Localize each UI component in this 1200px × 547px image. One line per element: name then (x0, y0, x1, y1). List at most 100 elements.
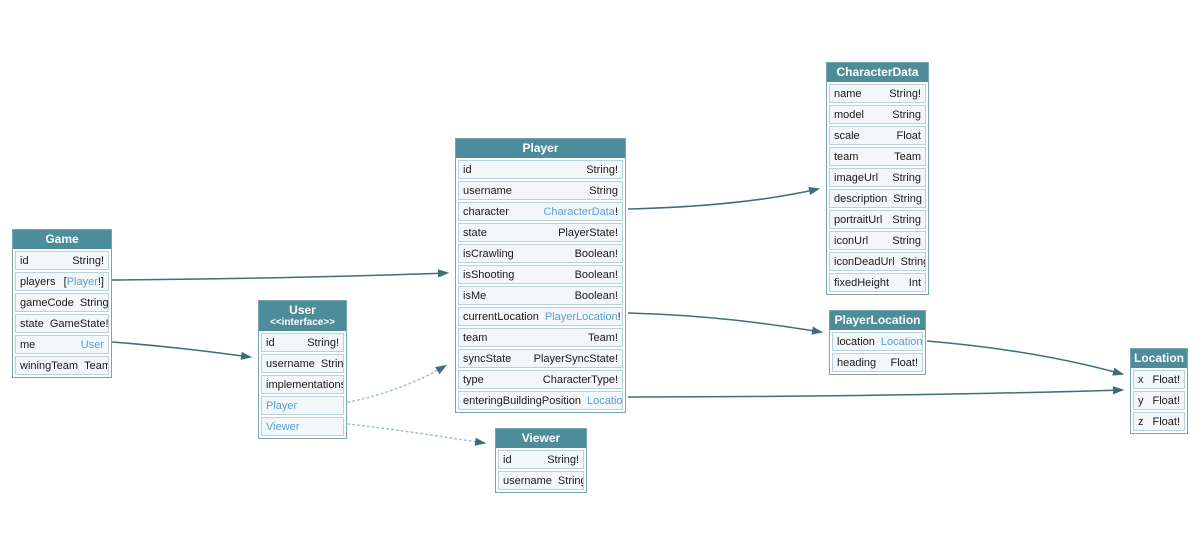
field-row-type[interactable]: type CharacterType! (458, 370, 623, 389)
field-name: id (503, 453, 512, 466)
type-text: CharacterType! (542, 373, 618, 386)
table-header-user[interactable]: User<<interface>> (259, 301, 346, 331)
field-name: username (503, 474, 552, 487)
type-text: ! (614, 205, 618, 218)
field-row-heading[interactable]: heading Float! (832, 353, 923, 372)
edge-User.Viewer-to-Viewer (347, 423, 487, 446)
type-link[interactable]: CharacterData (543, 205, 615, 218)
field-row-location[interactable]: location Location! (832, 332, 923, 351)
type-link[interactable]: User (80, 338, 104, 351)
field-row-implementations[interactable]: implementations (261, 375, 344, 394)
table-header-game[interactable]: Game (13, 230, 111, 249)
type-text: String (892, 213, 921, 226)
type-link[interactable]: Location (587, 394, 623, 407)
field-name: heading (837, 356, 877, 369)
table-rows: location Location!heading Float! (830, 330, 925, 374)
type-text: Boolean! (574, 268, 618, 281)
implementation-link[interactable]: Player (266, 399, 298, 412)
field-name: fixedHeight (834, 276, 890, 289)
field-name: location (837, 335, 875, 348)
type-link[interactable]: PlayerLocation (544, 310, 618, 323)
type-link[interactable]: Location (880, 335, 923, 348)
field-name: iconUrl (834, 234, 869, 247)
field-name: isCrawling (463, 247, 514, 260)
type-text: Float! (890, 356, 918, 369)
field-row-iconDeadUrl[interactable]: iconDeadUrlString (829, 252, 926, 271)
field-row-Viewer[interactable]: Viewer (261, 417, 344, 436)
table-header-location[interactable]: Location (1131, 349, 1187, 368)
field-type: String! (72, 255, 104, 267)
field-type: Team! (588, 332, 618, 344)
implementation-link[interactable]: Viewer (266, 420, 300, 433)
table-header-playerlocation[interactable]: PlayerLocation (830, 311, 925, 330)
field-row-players[interactable]: players[Player!] (15, 272, 109, 291)
field-name: me (20, 338, 36, 351)
field-name: winingTeam (20, 359, 79, 372)
field-name: state (463, 226, 487, 239)
field-row-iconUrl[interactable]: iconUrl String (829, 231, 926, 250)
field-type: String! (547, 454, 579, 466)
field-row-Player[interactable]: Player (261, 396, 344, 415)
field-type: Location! (880, 335, 923, 348)
field-row-me[interactable]: me User (15, 335, 109, 354)
field-name: z (1138, 415, 1144, 428)
type-text: Team! (588, 331, 618, 344)
field-name: id (463, 163, 472, 176)
type-link[interactable]: Player (66, 275, 98, 288)
table-header-player[interactable]: Player (456, 139, 625, 158)
edge-Player.currentLocation-to-PlayerLocation (627, 312, 824, 335)
field-name: type (463, 373, 484, 386)
field-row-enteringBuildingPosition[interactable]: enteringBuildingPositionLocation (458, 391, 623, 410)
field-row-id[interactable]: id String! (498, 450, 584, 469)
field-type: Float! (1152, 395, 1180, 407)
table-header-characterdata[interactable]: CharacterData (827, 63, 928, 82)
field-type: Boolean! (575, 248, 618, 260)
type-text: String! (79, 296, 109, 309)
edge-Player.enteringBuildingPosition-to-Location (627, 386, 1125, 398)
field-name: username (463, 184, 512, 197)
field-row-isCrawling[interactable]: isCrawling Boolean! (458, 244, 623, 263)
field-type: String! (79, 296, 109, 309)
field-type: String (321, 358, 343, 370)
table-header-viewer[interactable]: Viewer (496, 429, 586, 448)
field-type: String (892, 235, 921, 247)
entity-table-playerlocation[interactable]: PlayerLocation location Location!heading Fl… (829, 310, 926, 375)
